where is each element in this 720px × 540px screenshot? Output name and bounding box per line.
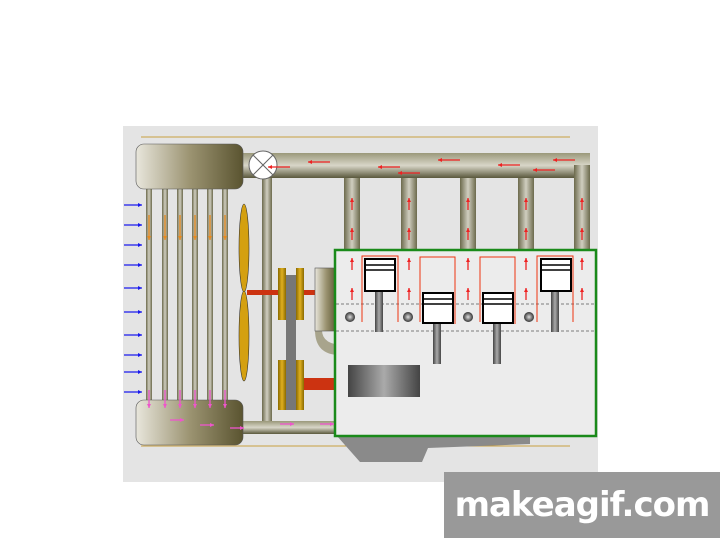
cool-flow-arrow-head: [193, 404, 197, 408]
cylinder-jackets: [361, 255, 574, 324]
cool-flow-arrow-head: [223, 404, 227, 408]
hot-flow-arrow-head: [498, 163, 502, 167]
crank-shaft: [300, 378, 335, 390]
hot-flow-arrow-head: [580, 288, 584, 292]
air-flow-arrows: [124, 203, 142, 394]
hot-flow-arrow-head: [466, 288, 470, 292]
cool-flow-arrow-head: [178, 404, 182, 408]
hot-flow-arrow-head: [466, 198, 470, 202]
air-flow-arrow-head: [138, 286, 142, 290]
air-flow-arrow-head: [138, 390, 142, 394]
hot-flow-arrow-head: [524, 198, 528, 202]
flow-arrow-head: [193, 236, 197, 240]
hot-flow-arrow-head: [466, 228, 470, 232]
hot-flow-arrow-head: [398, 171, 402, 175]
flow-arrow-head: [178, 236, 182, 240]
cool-flow-arrow-head: [240, 426, 244, 430]
hot-flow-arrow-head: [268, 165, 272, 169]
hot-flow-arrow-head: [350, 258, 354, 262]
hot-flow-arrow-head: [407, 228, 411, 232]
hot-flow-arrow-head: [553, 158, 557, 162]
flow-arrow-head: [208, 236, 212, 240]
air-flow-arrow-head: [138, 333, 142, 337]
coolant-flow-arrows: [147, 158, 584, 430]
watermark-text: makeagif.com: [454, 485, 711, 525]
watermark: makeagif.com: [444, 472, 720, 538]
flow-arrow-head: [223, 236, 227, 240]
hot-flow-arrow-head: [524, 228, 528, 232]
bypass-pipe: [262, 178, 272, 421]
cool-flow-arrow-head: [208, 404, 212, 408]
air-flow-arrow-head: [138, 353, 142, 357]
lower-pulley: [278, 360, 304, 410]
flow-arrow-head: [147, 236, 151, 240]
oil-pan: [337, 436, 530, 462]
air-flow-arrow-head: [138, 243, 142, 247]
cool-flow-arrow-head: [290, 422, 294, 426]
air-flow-arrow-head: [138, 203, 142, 207]
hot-flow-arrow-head: [533, 168, 537, 172]
hot-flow-arrow-head: [524, 258, 528, 262]
upper-hose: [243, 153, 590, 178]
hot-flow-arrow-head: [580, 228, 584, 232]
radiator-top-tank: [135, 143, 244, 190]
hot-flow-arrow-head: [407, 198, 411, 202]
air-flow-arrow-head: [138, 223, 142, 227]
cool-flow-arrow-head: [180, 418, 184, 422]
cool-flow-arrow-head: [163, 404, 167, 408]
hot-flow-arrow-head: [580, 198, 584, 202]
cool-flow-arrow-head: [210, 423, 214, 427]
pump-housing: [348, 365, 420, 397]
crank-journals: [345, 312, 534, 322]
radiator-bottom-tank: [135, 399, 244, 446]
cool-flow-arrow-head: [330, 422, 334, 426]
fan-icon: [238, 203, 250, 382]
air-flow-arrow-head: [138, 370, 142, 374]
hot-flow-arrow-head: [466, 258, 470, 262]
water-pump: [314, 267, 338, 332]
air-flow-arrow-head: [138, 310, 142, 314]
upper-pulley: [278, 268, 304, 320]
air-flow-arrow-head: [138, 263, 142, 267]
drive-belt: [286, 275, 296, 410]
pistons: [364, 258, 572, 364]
hot-flow-arrow-head: [350, 228, 354, 232]
hot-flow-arrow-head: [438, 158, 442, 162]
hot-flow-arrow-head: [350, 198, 354, 202]
hot-flow-arrow-head: [378, 165, 382, 169]
hot-flow-arrow-head: [350, 288, 354, 292]
hot-flow-arrow-head: [580, 258, 584, 262]
cool-flow-arrow-head: [147, 404, 151, 408]
hot-flow-arrow-head: [308, 160, 312, 164]
flow-arrow-head: [163, 236, 167, 240]
hot-flow-arrow-head: [407, 258, 411, 262]
block-riser-pipes: [344, 165, 590, 252]
thermostat-valve-icon: [248, 150, 278, 180]
radiator-core: [146, 189, 228, 401]
hot-flow-arrow-head: [407, 288, 411, 292]
hot-flow-arrow-head: [524, 288, 528, 292]
